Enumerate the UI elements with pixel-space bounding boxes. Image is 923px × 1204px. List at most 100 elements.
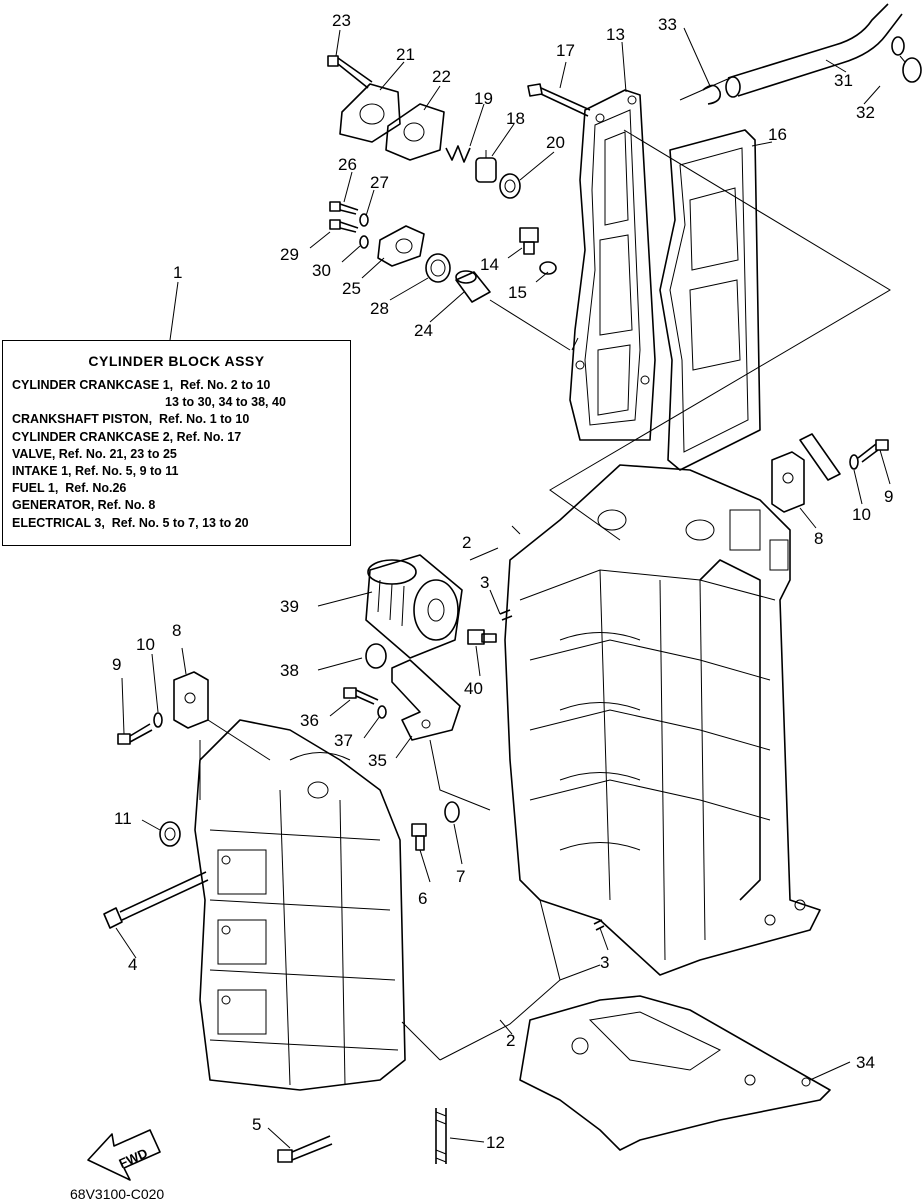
part-10-washer-left (153, 712, 163, 728)
part-34-gasket (519, 995, 831, 1151)
callout-28: 28 (370, 299, 389, 318)
part-17-bolt (527, 83, 591, 117)
assembly-line: CYLINDER CRANKCASE 2, Ref. No. 17 (12, 429, 242, 444)
callout-33: 33 (658, 15, 677, 34)
part-39-oil-filter (365, 554, 463, 659)
fwd-arrow-icon: FWD (87, 1129, 161, 1181)
assembly-line: GENERATOR, Ref. No. 8 (12, 498, 156, 513)
callout-2-top: 2 (462, 533, 471, 552)
cylinder-crankcase-block (504, 464, 821, 976)
fwd-label: FWD (117, 1145, 150, 1171)
part-36-bolt (343, 687, 379, 705)
callout-34: 34 (856, 1053, 875, 1072)
part-32-clamp (899, 55, 922, 83)
callout-14: 14 (480, 255, 499, 274)
callout-19: 19 (474, 89, 493, 108)
callout-12: 12 (486, 1133, 505, 1152)
part-9-bolt-right (857, 439, 889, 463)
assembly-line: VALVE, Ref. No. 21, 23 to 25 (12, 446, 177, 461)
part-3-pin-top (499, 609, 513, 621)
crankcase-cover-block (194, 719, 406, 1091)
callout-6: 6 (418, 889, 427, 908)
part-8-bracket-left (173, 671, 209, 729)
callout-1: 1 (173, 263, 182, 282)
leader-lines (115, 27, 891, 1149)
callout-8-right: 8 (814, 529, 823, 548)
part-20-seal (499, 173, 521, 199)
part-35-bracket (391, 659, 461, 741)
part-24-valve (455, 270, 491, 303)
assembly-line: 13 to 30, 34 to 38, 40 (165, 395, 286, 410)
part-19-spring (445, 145, 471, 163)
callout-3-bottom: 3 (600, 953, 609, 972)
assembly-line: FUEL 1, Ref. No.26 (12, 481, 127, 496)
drawing-code: 68V3100-C020 (70, 1186, 165, 1202)
part-4-long-bolt (103, 871, 209, 929)
assembly-line: ELECTRICAL 3, Ref. No. 5 to 7, 13 to 20 (12, 515, 249, 530)
part-6-bolt (411, 823, 427, 851)
callout-39: 39 (280, 597, 299, 616)
callout-27: 27 (370, 173, 389, 192)
part-5-bolt (277, 1135, 333, 1163)
part-28-seal (425, 253, 451, 283)
callout-25: 25 (342, 279, 361, 298)
callout-21: 21 (396, 45, 415, 64)
part-40-fitting (467, 629, 497, 645)
callout-37: 37 (334, 731, 353, 750)
callout-10-left: 10 (136, 635, 155, 654)
part-25-cover (377, 225, 425, 267)
callout-4: 4 (128, 955, 137, 974)
callout-10-right: 10 (852, 505, 871, 524)
callout-labels: 1 23 21 22 19 18 20 17 13 33 31 32 16 26… (112, 11, 893, 1152)
part-16-gasket (659, 129, 761, 471)
part-31-hose (725, 3, 905, 98)
part-26-bolt (329, 201, 359, 215)
callout-7: 7 (456, 867, 465, 886)
part-13-cover (569, 89, 656, 441)
assembly-line: INTAKE 1, Ref. No. 5, 9 to 11 (12, 464, 179, 479)
part-15-ring (539, 261, 557, 275)
assembly-line: CYLINDER CRANKCASE 1, Ref. No. 2 to 10 (12, 378, 271, 392)
assembly-line: CRANKSHAFT PISTON, Ref. No. 1 to 10 (12, 412, 250, 427)
callout-15: 15 (508, 283, 527, 302)
part-14-plug (519, 227, 539, 255)
callout-13: 13 (606, 25, 625, 44)
part-21-cover (339, 83, 401, 143)
callout-8-left: 8 (172, 621, 181, 640)
bracket-plate (799, 433, 841, 481)
part-33-clip (702, 84, 722, 105)
callout-11: 11 (114, 809, 132, 828)
callout-40: 40 (464, 679, 483, 698)
callout-32: 32 (856, 103, 875, 122)
part-12-stud (435, 1108, 447, 1164)
callout-26: 26 (338, 155, 357, 174)
part-18-thermostat (475, 150, 497, 183)
callout-35: 35 (368, 751, 387, 770)
callout-9-right: 9 (884, 487, 893, 506)
part-29-bolt (329, 219, 359, 233)
callout-9-left: 9 (112, 655, 121, 674)
callout-5: 5 (252, 1115, 261, 1134)
callout-29: 29 (280, 245, 299, 264)
part-9-bolt-left (117, 723, 153, 745)
assembly-reference-box: CYLINDER BLOCK ASSY CYLINDER CRANKCASE 1… (2, 340, 351, 546)
callout-22: 22 (432, 67, 451, 86)
callout-17: 17 (556, 41, 575, 60)
part-10-washer-right (849, 454, 859, 470)
part-38-seal (365, 643, 387, 669)
callout-23: 23 (332, 11, 351, 30)
callout-31: 31 (834, 71, 853, 90)
callout-30: 30 (312, 261, 331, 280)
part-11-grommet (159, 821, 181, 847)
callout-3-top: 3 (480, 573, 489, 592)
part-37-washer (377, 705, 387, 719)
part-22-gasket (385, 103, 445, 161)
callout-24: 24 (414, 321, 433, 340)
part-7-washer (444, 801, 460, 823)
callout-38: 38 (280, 661, 299, 680)
part-23-bolt (327, 55, 373, 89)
callout-16: 16 (768, 125, 787, 144)
assembly-title: CYLINDER BLOCK ASSY (88, 353, 265, 369)
callout-20: 20 (546, 133, 565, 152)
